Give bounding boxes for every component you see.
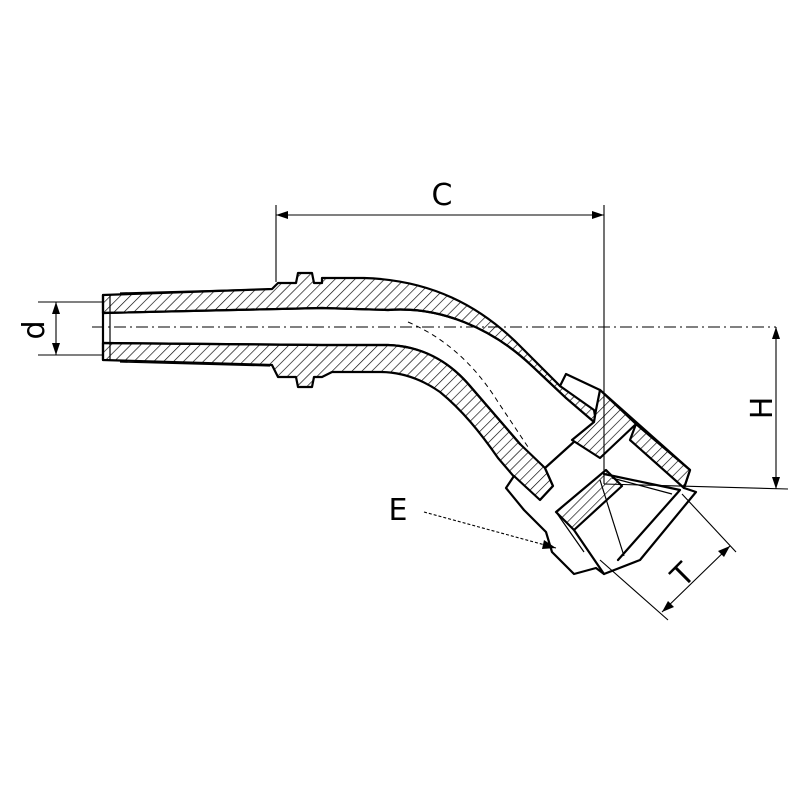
dimension-h: H <box>603 327 789 490</box>
callout-e-label: E <box>389 493 408 528</box>
hidden-line <box>407 321 531 451</box>
dimension-c-label: C <box>432 178 453 213</box>
tail-serrations <box>119 288 271 367</box>
fitting-lower-wall <box>101 341 555 502</box>
dimension-t-label: T <box>664 556 703 595</box>
bore-outline <box>101 293 568 446</box>
dimension-h-label: H <box>745 397 780 420</box>
dimension-d-label: d <box>17 320 52 339</box>
dimension-c: C <box>275 178 605 484</box>
dimension-d: d <box>17 301 104 356</box>
callout-e: E <box>389 493 557 549</box>
